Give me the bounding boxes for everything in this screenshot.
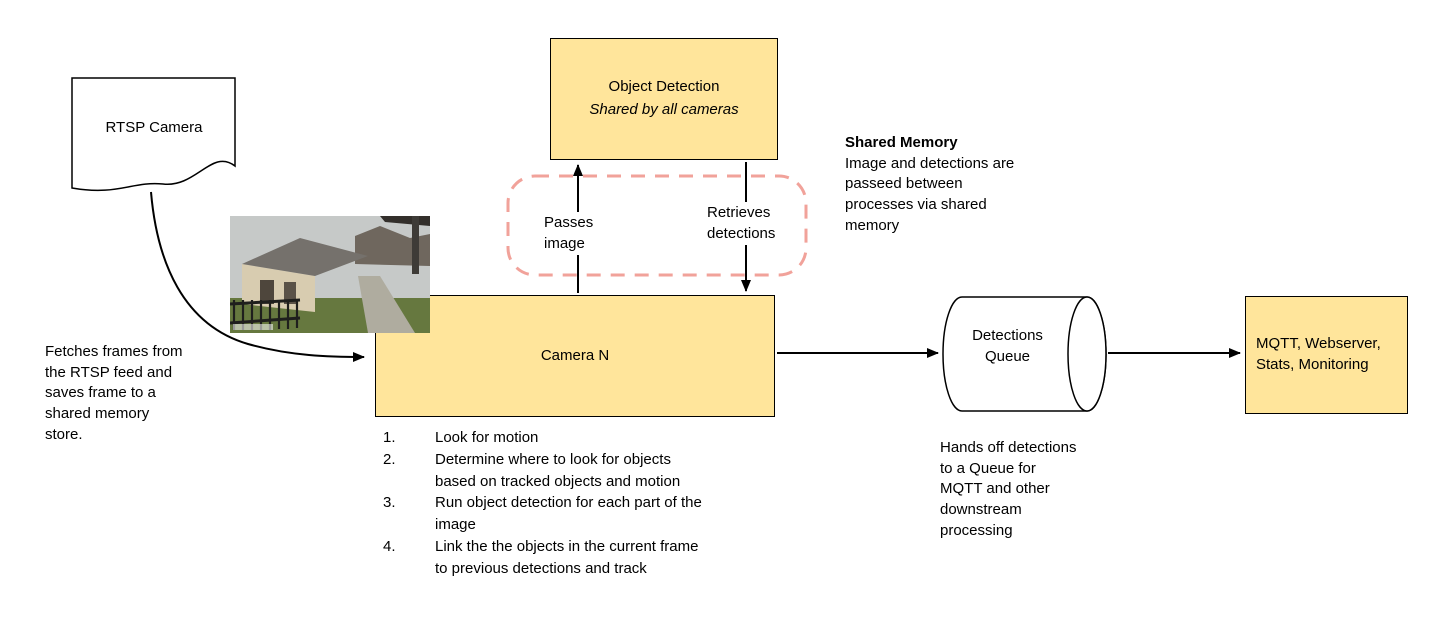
object-detection-node: Object Detection Shared by all cameras	[550, 38, 778, 160]
step-text: Determine where to look for objects base…	[435, 450, 681, 490]
step-number: 4.	[383, 537, 396, 555]
rtsp-to-camera-arrow	[150, 191, 365, 362]
step-number: 2.	[383, 450, 396, 468]
rtsp-camera-shape	[71, 77, 236, 192]
camera-step-1: 1. Look for motion	[383, 427, 702, 449]
shared-memory-dashed-region	[506, 174, 808, 277]
detections-queue-shape	[942, 296, 1107, 412]
retrieves-detections-label: Retrieves detections	[704, 202, 779, 246]
outputs-label: MQTT, Webserver, Stats, Monitoring	[1256, 335, 1381, 373]
detections-queue-label: Detections Queue	[972, 327, 1043, 365]
fetches-frames-note: Fetches frames from the RTSP feed and sa…	[45, 343, 183, 443]
camera-step-3: 3. Run object detection for each part of…	[383, 492, 702, 536]
shared-memory-title: Shared Memory	[845, 134, 958, 151]
camera-steps-list: 1. Look for motion 2. Determine where to…	[383, 427, 702, 579]
step-text: Look for motion	[435, 429, 539, 446]
photo-fence	[230, 298, 301, 330]
camera-step-4: 4. Link the the objects in the current f…	[383, 536, 702, 580]
rtsp-camera-label: RTSP Camera	[105, 119, 203, 136]
camera-step-2: 2. Determine where to look for objects b…	[383, 449, 702, 493]
photo-sidewalk	[358, 276, 415, 333]
camera-n-node: Camera N	[375, 295, 775, 417]
photo-background-houses	[355, 226, 430, 266]
shared-memory-body: Image and detections are passeed between…	[845, 154, 1015, 234]
step-number: 1.	[383, 429, 396, 446]
photo-timestamp-overlay	[233, 324, 273, 330]
hands-off-note: Hands off detections to a Queue for MQTT…	[940, 439, 1077, 539]
photo-porch-post	[412, 216, 419, 274]
step-number: 3.	[383, 494, 396, 512]
camera-snapshot-image	[230, 216, 430, 333]
photo-house-roof	[242, 238, 368, 276]
object-detection-subtitle: Shared by all cameras	[589, 101, 739, 118]
object-detection-title: Object Detection	[608, 78, 720, 96]
photo-house-door2	[284, 282, 296, 304]
camera-n-label: Camera N	[540, 346, 610, 364]
outputs-node: MQTT, Webserver, Stats, Monitoring	[1245, 296, 1408, 414]
passes-image-label: Passes image	[541, 212, 597, 256]
shared-memory-note: Shared Memory Image and detections are p…	[845, 133, 1060, 236]
step-text: Link the the objects in the current fram…	[435, 537, 699, 577]
step-text: Run object detection for each part of th…	[435, 494, 702, 533]
photo-house-door	[260, 280, 274, 304]
